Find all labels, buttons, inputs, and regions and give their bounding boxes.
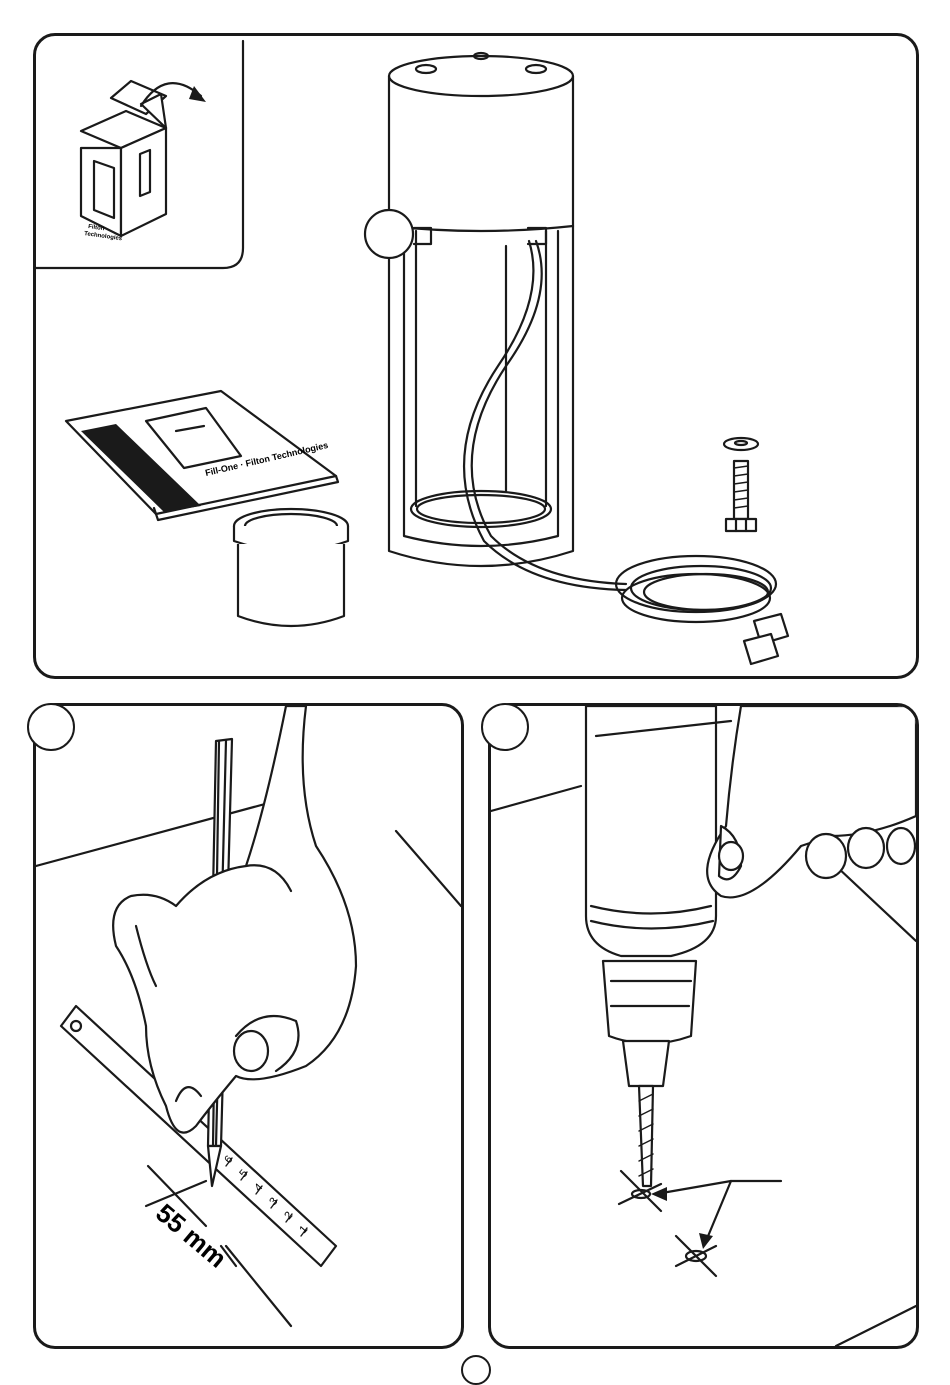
drill	[586, 706, 731, 1186]
pointer-line-2	[706, 1181, 731, 1241]
step-panel-measure: 6 5 4 3 2 1 55 mm	[33, 703, 464, 1349]
measure-label: 55 mm	[150, 1198, 232, 1274]
counter-edge-back	[396, 831, 461, 906]
drill-illustration	[491, 706, 916, 1346]
counter-edge	[491, 786, 581, 811]
counter-edge-side	[836, 866, 916, 941]
unpack-illustration: Filton Technologies Fill-One · Filton Te…	[36, 36, 916, 676]
cup	[234, 509, 348, 626]
hand	[707, 706, 916, 897]
measure-guide-2	[226, 1246, 291, 1326]
page-number-circle	[461, 1355, 491, 1385]
step-marker-3	[481, 703, 529, 751]
step-marker-1	[365, 210, 413, 258]
step-panel-drill	[488, 703, 919, 1349]
instruction-manual: Fill-One · Filton Technologies	[66, 391, 338, 520]
measure-illustration: 6 5 4 3 2 1 55 mm	[36, 706, 461, 1346]
pointer-head-1	[651, 1187, 667, 1201]
step-panel-unpack: Filton Technologies Fill-One · Filton Te…	[33, 33, 919, 679]
hole-marker-2	[676, 1236, 716, 1276]
counter-edge	[36, 801, 276, 866]
pointer-line-1	[656, 1181, 781, 1194]
counter-edge-front	[836, 1306, 916, 1346]
bolt-and-washer	[724, 438, 758, 531]
step-marker-2	[27, 703, 75, 751]
hole-marker-1	[619, 1171, 661, 1211]
package-box: Filton Technologies	[81, 81, 166, 242]
filter-housing	[389, 53, 788, 664]
pointer-head-2	[699, 1233, 713, 1249]
hand	[113, 706, 356, 1133]
